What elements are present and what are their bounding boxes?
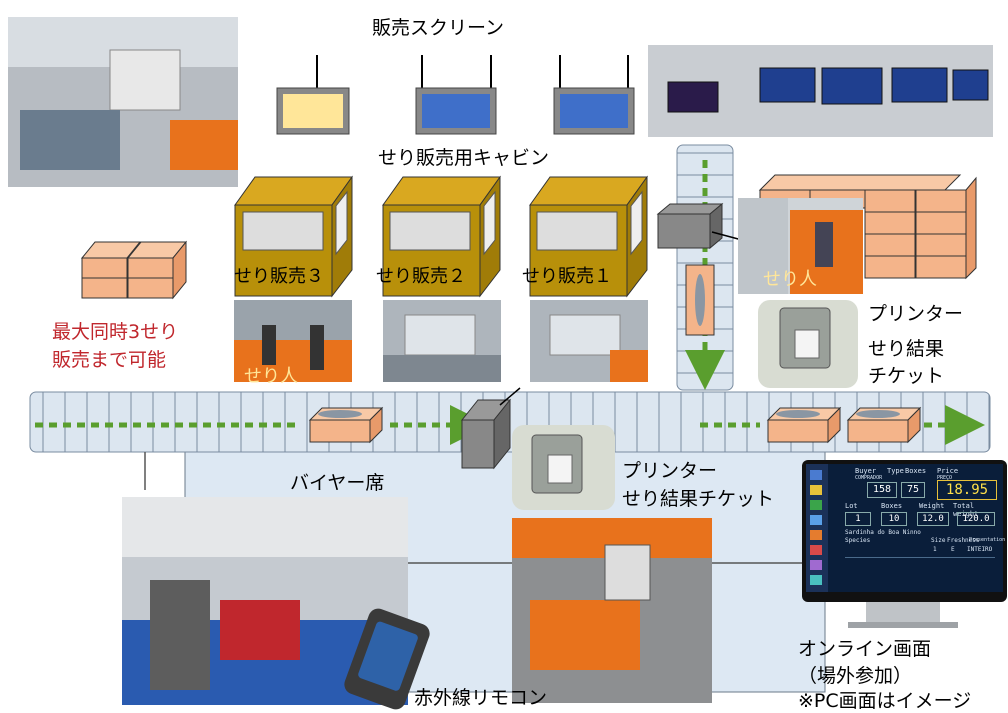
photo-screens-topright xyxy=(648,45,993,137)
online-line1: オンライン画面 xyxy=(798,638,932,660)
photo-conveyor-boxes xyxy=(512,518,712,703)
pc-lot-label: Lot xyxy=(845,502,858,510)
photo-auctioneer-cabin xyxy=(738,198,863,294)
pc-screen-content: Buyer COMPRADOR Type Boxes Price PREÇO 1… xyxy=(845,465,1005,590)
pc-size-value: 1 xyxy=(933,546,937,553)
cabin1-label: せり販売１ xyxy=(522,266,612,287)
pc-species-value: Sardinha do Boa Ninno xyxy=(845,529,921,536)
pc-price-label: Price xyxy=(937,467,959,475)
pc-presentation-label: Presentation xyxy=(969,537,1006,543)
cabin3-label: せり販売３ xyxy=(234,266,324,287)
pc-buyer-label: Buyer xyxy=(855,467,877,475)
pc-type-label: Type xyxy=(887,467,904,475)
pc-total-value: 120.0 xyxy=(957,512,995,526)
photo-auction-hall-topleft xyxy=(8,17,238,187)
remote-device xyxy=(344,608,430,710)
pc-price-sub: PREÇO xyxy=(937,475,953,481)
box-stack-left xyxy=(80,240,188,300)
cabin-title: せり販売用キャビン xyxy=(378,147,550,169)
fish-box-1 xyxy=(308,406,384,444)
max-note-line2: 販売まで可能 xyxy=(52,349,167,371)
cabin-3 xyxy=(234,175,353,298)
max-note-line1: 最大同時3せり xyxy=(52,321,179,343)
ticket-top-line1: せり結果 xyxy=(868,338,945,360)
pc-boxes-value: 75 xyxy=(901,482,925,498)
pc-buyer-value: 158 xyxy=(867,482,897,498)
pc-presentation-value: INTEIRO xyxy=(967,546,993,553)
online-line3: ※PC画面はイメージ xyxy=(798,690,972,712)
fish-box-vertical xyxy=(685,264,715,336)
fish-box-2 xyxy=(766,406,842,444)
cabin2-label: せり販売２ xyxy=(376,266,466,287)
photo-cabin-2 xyxy=(383,300,501,382)
pc-monitor xyxy=(802,460,1007,628)
pc-total-label: Total weight xyxy=(953,502,979,518)
cabin-1 xyxy=(529,175,648,298)
remote-label: 赤外線リモコン xyxy=(414,687,548,709)
fish-box-3 xyxy=(846,406,922,444)
photo-cabin-1 xyxy=(530,300,648,382)
scanner-horizontal xyxy=(460,387,521,470)
pc-freshness-value: E xyxy=(951,546,955,553)
scanner-vertical xyxy=(656,202,724,250)
screen-title: 販売スクリーン xyxy=(372,17,505,39)
ticket-mid-label: せり結果チケット xyxy=(622,488,775,510)
printer-mid-label: プリンター xyxy=(622,460,718,482)
pc-table-area xyxy=(845,557,995,586)
buyer-seats-label: バイヤー席 xyxy=(290,472,385,494)
pc-lot-value: 1 xyxy=(845,512,871,526)
pc-weight-label: Weight xyxy=(919,502,945,510)
pc-freshness-label: Freshness xyxy=(947,537,980,544)
auctioneer-label-right: せり人 xyxy=(763,269,817,290)
pc-price-value: 18.95 xyxy=(937,480,997,500)
pc-species-label: Species xyxy=(845,537,871,544)
photo-cabin-3 xyxy=(234,300,352,382)
online-line2: （場外参加） xyxy=(798,665,913,687)
pc-boxes2-value: 10 xyxy=(881,512,907,526)
pc-weight-value: 12.0 xyxy=(917,512,949,526)
pc-boxes-label: Boxes xyxy=(905,467,927,475)
photo-printer-top xyxy=(758,300,858,388)
auctioneer-label-left: せり人 xyxy=(244,366,298,387)
pc-size-label: Size xyxy=(931,537,946,544)
pc-boxes2-label: Boxes xyxy=(881,502,903,510)
photo-printer-mid xyxy=(512,425,615,510)
ticket-top-line2: チケット xyxy=(868,365,945,387)
printer-top-label: プリンター xyxy=(868,303,964,325)
cabin-2 xyxy=(382,175,501,298)
pc-buyer-sub: COMPRADOR xyxy=(855,475,883,481)
